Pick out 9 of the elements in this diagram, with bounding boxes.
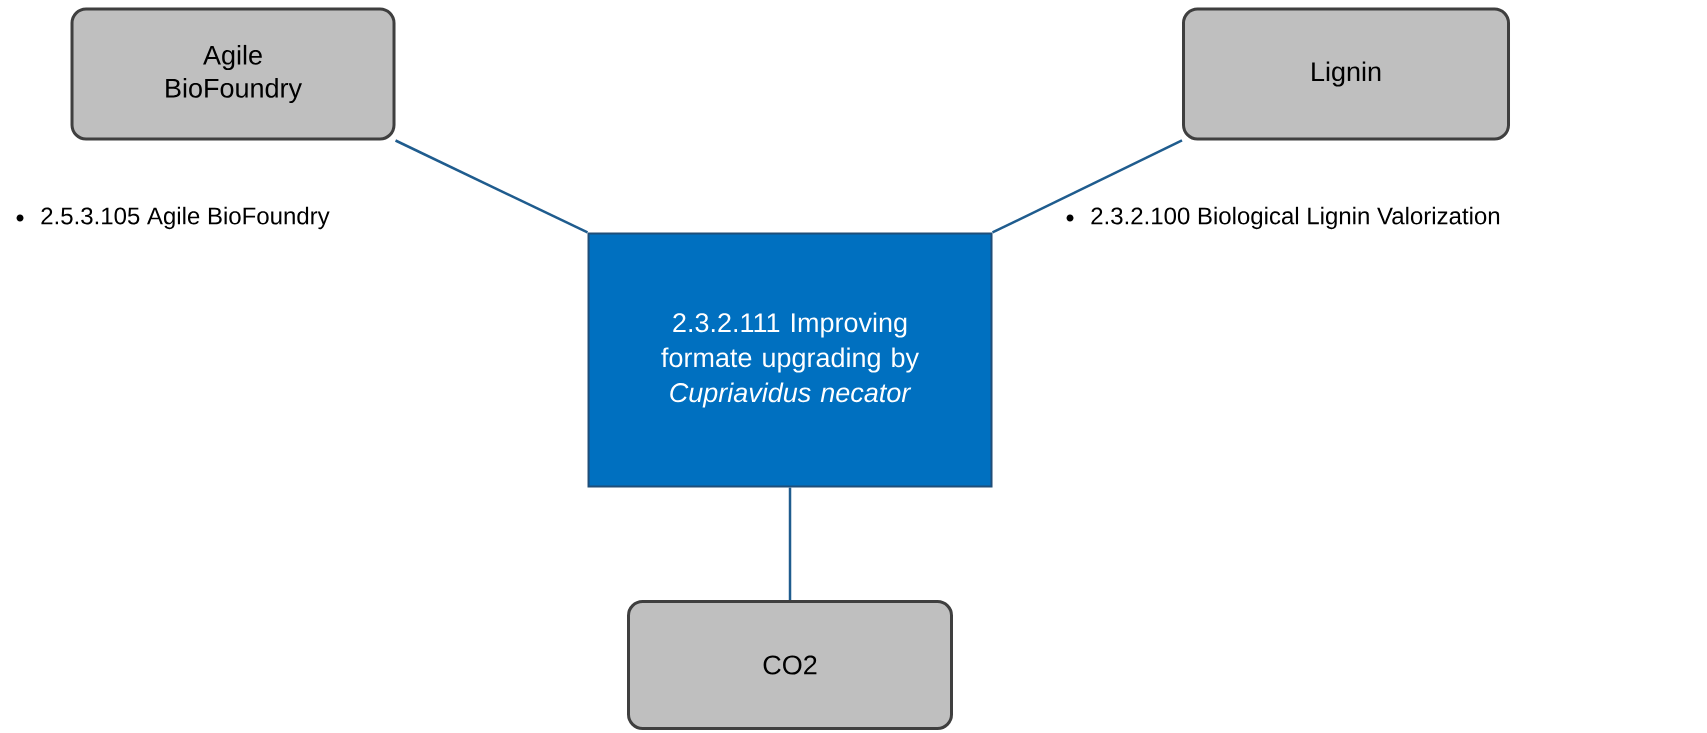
connector-line [991, 139, 1183, 234]
connector-line [788, 487, 792, 600]
process-box: 2.3.2.111 Improving formate upgrading by Cupriavidus necator [587, 232, 993, 488]
bullet-text: 2.5.3.105 Agile BioFoundry [41, 206, 330, 230]
rounded-box: CO2 [627, 600, 953, 730]
bullet-text: 2.3.2.100 Biological Lignin Valorization [1091, 206, 1500, 230]
rounded-box: Lignin [1182, 7, 1510, 141]
connector-line [395, 139, 589, 234]
rounded-box: Agile BioFoundry [70, 7, 396, 141]
